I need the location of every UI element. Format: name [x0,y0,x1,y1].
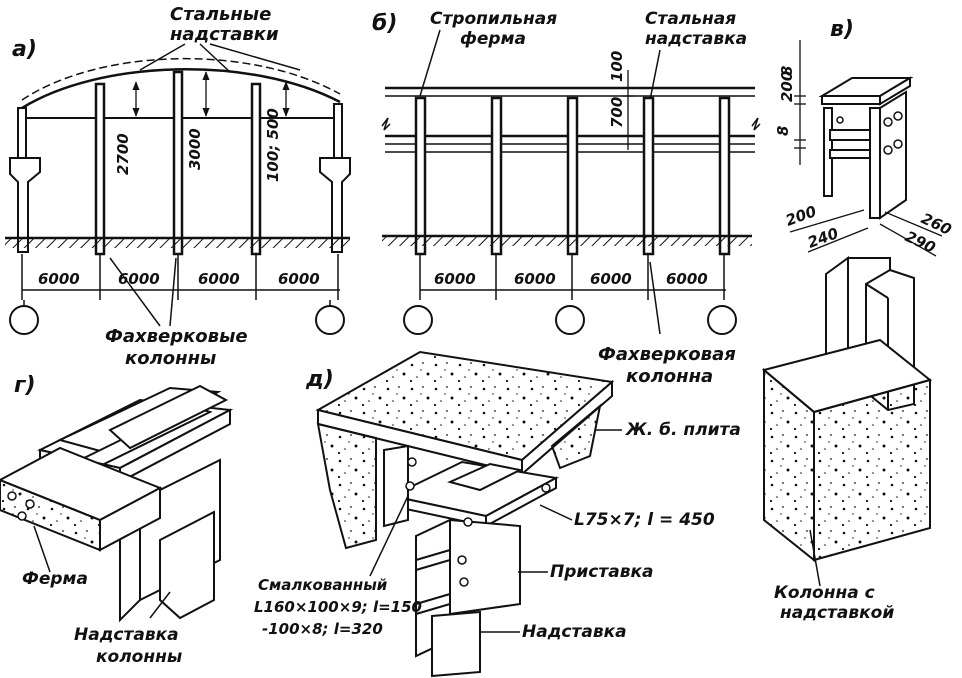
ground-hatch [5,238,350,248]
panel-a-caption-line2: колонны [125,348,216,369]
dim-w240: 240 [805,224,841,252]
panel-d-letter: д) [305,367,334,392]
panel-a-title-line1: Стальные [170,4,271,25]
ground-hatch-b [382,236,752,246]
panel-d-pristavka-label: Приставка [550,562,653,582]
panel-g-caption-line2: колонны [96,647,182,667]
leader-line [209,43,301,71]
steel-connection [383,444,560,678]
panel-d-nadstavka-label: Надставка [522,622,627,642]
roof-extension-line [21,57,341,101]
truss-bottom-chord [0,446,163,552]
panel-g-truss-label: Ферма [22,569,88,589]
dim-span-4: 6000 [278,270,320,288]
panel-g-letter: г) [14,373,36,398]
panel-d-angle-label: L75×7; l = 450 [574,510,715,530]
axis-bubble-b2 [555,305,585,335]
panel-d-smal-line1: Смалкованный [258,576,388,594]
leader-line [199,43,231,73]
dim-span-b2: 6000 [514,270,556,288]
concrete-pedestal [761,338,933,563]
dim-700: 700 [608,97,626,128]
panel-d-slab-label: Ж. б. плита [625,420,741,440]
dim-height-100-500: 100; 500 [264,108,282,182]
dim-8b: 8 [774,126,792,136]
panel-v-caption-line2: надставкой [780,603,894,623]
panel-d: д) Ж. б. плита L75×7; l [254,350,741,678]
outer-column-right [319,103,351,253]
outer-column-left [9,107,41,253]
panel-b-ext-label-line2: надставка [645,29,747,49]
rc-slab [315,350,615,550]
panel-g: г) Ферма Надставка колонны [0,373,234,667]
panel-b-caption-line2: колонна [626,366,713,387]
panel-b-ext-label-line1: Стальная [645,9,736,29]
dim-height-3000: 3000 [186,128,204,170]
leader-line [139,43,186,71]
dim-200: 200 [778,71,796,102]
dim-span-3: 6000 [198,270,240,288]
bolt-holes [836,111,903,155]
dim-span-1: 6000 [38,270,80,288]
dim-8a: 8 [778,66,796,76]
dim-height-2700: 2700 [114,133,132,175]
panel-a: а) Стальные надставки 2700 3000 [5,4,351,369]
panel-d-smal-line3: -100×8; l=320 [262,620,383,638]
roof-line [21,68,341,110]
axis-bubble-b3 [707,305,737,335]
panel-b-caption-line1: Фахверковая [598,344,736,365]
axis-bubble-left [9,305,39,335]
panel-b: б) Стропильная ферма Стальная надставка … [372,9,761,387]
panel-d-smal-line2: L160×100×9; l=150 [254,598,422,616]
panel-b-truss-label-line2: ферма [460,29,526,49]
fachwerk-columns-b [414,96,731,256]
panel-g-caption-line1: Надставка [74,625,179,645]
dim-span-b3: 6000 [590,270,632,288]
panel-a-letter: а) [12,37,37,62]
dim-span-b1: 6000 [434,270,476,288]
panel-b-truss-label-line1: Стропильная [430,9,557,29]
panel-v-letter: в) [830,17,854,42]
axis-bubble-b1 [403,305,433,335]
dim-span-b4: 6000 [666,270,708,288]
panel-v-caption-line1: Колонна с [774,583,875,603]
panel-a-caption-line1: Фахверковые [105,326,248,347]
dim-span-2: 6000 [118,270,160,288]
panel-b-letter: б) [372,11,397,36]
dim-100: 100 [608,51,626,82]
axis-bubble-right [315,305,345,335]
panel-a-title-line2: надставки [170,24,279,45]
panel-v: в) 8 200 8 200 240 26 [761,17,954,623]
